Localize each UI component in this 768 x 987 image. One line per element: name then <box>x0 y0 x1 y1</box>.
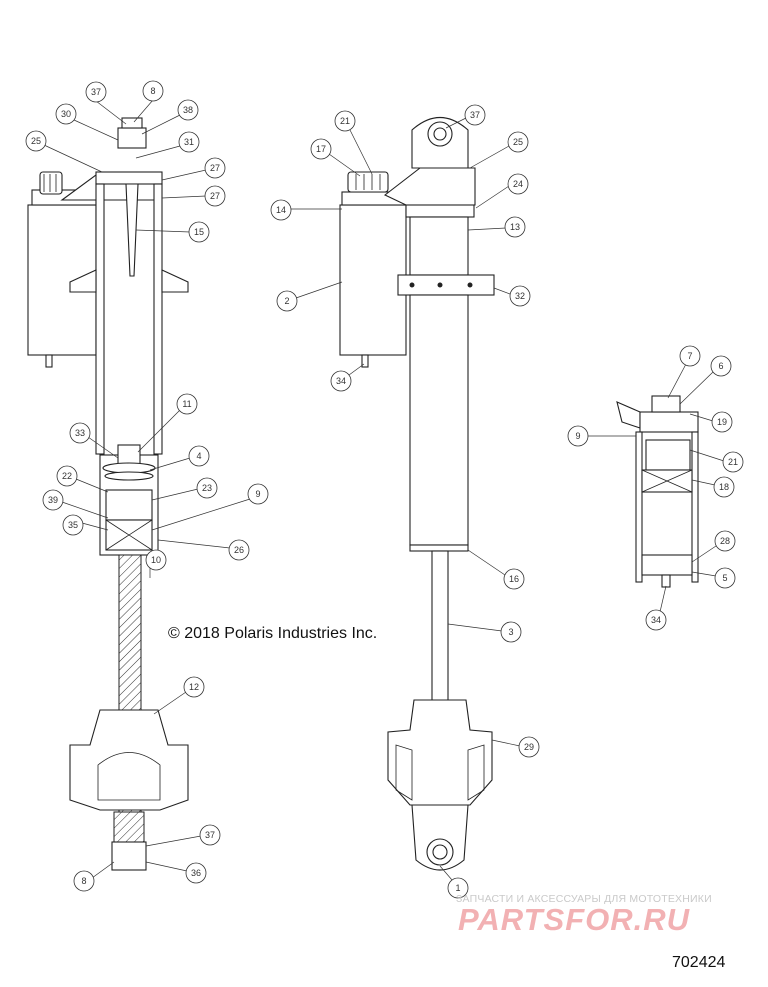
copyright-notice: © 2018 Polaris Industries Inc. <box>168 625 378 642</box>
callout-25-left: 25 <box>31 136 41 146</box>
reservoir-section-knob <box>651 395 681 413</box>
callout-26: 26 <box>234 545 244 555</box>
callout-29: 29 <box>524 742 534 752</box>
callout-23: 23 <box>202 483 212 493</box>
callout-30: 30 <box>61 109 71 119</box>
callout-5: 5 <box>722 573 727 583</box>
callout-27-lower: 27 <box>210 191 220 201</box>
callout-25-center: 25 <box>513 137 523 147</box>
piston-nut <box>117 444 141 466</box>
reservoir-section-cap <box>639 411 699 433</box>
center-body-cap <box>383 167 476 206</box>
callout-24: 24 <box>513 179 523 189</box>
callout-14: 14 <box>276 205 286 215</box>
callout-9-left: 9 <box>255 489 260 499</box>
callout-37-center: 37 <box>470 110 480 120</box>
callout-17: 17 <box>316 144 326 154</box>
callout-37-top-left: 37 <box>91 87 101 97</box>
callout-19: 19 <box>717 417 727 427</box>
callout-16: 16 <box>509 574 519 584</box>
reservoir-left-wall <box>635 431 643 583</box>
callout-8-top-left: 8 <box>150 86 155 96</box>
callout-9-right: 9 <box>575 431 580 441</box>
assembled-shock <box>339 117 495 871</box>
bottom-eyelet <box>111 841 147 871</box>
callout-8-bottom: 8 <box>81 876 86 886</box>
callout-34-right: 34 <box>651 615 661 625</box>
callout-10: 10 <box>151 555 161 565</box>
callout-4: 4 <box>196 451 201 461</box>
callout-21-center: 21 <box>340 116 350 126</box>
callout-35: 35 <box>68 520 78 530</box>
bottom-clevis <box>69 709 189 811</box>
reservoir-right-wall <box>691 431 699 583</box>
callout-11: 11 <box>182 399 191 409</box>
callout-6: 6 <box>718 361 723 371</box>
center-body-lower <box>409 294 469 546</box>
callout-28: 28 <box>720 536 730 546</box>
reservoir-adjuster-knob <box>39 171 63 195</box>
reservoir-end-cap <box>641 554 693 576</box>
center-reservoir-body <box>339 204 407 356</box>
callout-27-upper: 27 <box>210 163 220 173</box>
reservoir-section-view <box>616 395 699 588</box>
left-tube-wall <box>95 183 105 455</box>
reservoir-valve <box>45 354 53 368</box>
callout-36: 36 <box>191 868 201 878</box>
callout-3: 3 <box>508 627 513 637</box>
body-seal-ring <box>409 544 469 552</box>
diagram-id: 702424 <box>672 954 726 971</box>
callouts: 37 8 30 38 25 31 27 27 15 11 33 4 <box>25 80 744 899</box>
section-view-shock <box>27 117 189 871</box>
reservoir-hose-fitting <box>616 401 641 429</box>
callout-15: 15 <box>194 227 204 237</box>
top-bushing <box>121 117 143 129</box>
callout-33: 33 <box>75 428 85 438</box>
callout-13: 13 <box>510 222 520 232</box>
watermark-tagline: ЗАПЧАСТИ И АКСЕССУАРЫ ДЛЯ МОТОТЕХНИКИ <box>456 893 712 905</box>
callout-18: 18 <box>719 482 729 492</box>
callout-38: 38 <box>183 105 193 115</box>
callout-12: 12 <box>189 682 199 692</box>
center-body-upper <box>409 216 469 276</box>
callout-39: 39 <box>48 495 58 505</box>
callout-21-right: 21 <box>728 457 738 467</box>
callout-37-bottom: 37 <box>205 830 215 840</box>
center-bottom-clevis <box>387 699 493 806</box>
center-shaft <box>431 550 449 702</box>
callout-31: 31 <box>184 137 194 147</box>
callout-32: 32 <box>515 291 525 301</box>
top-eyelet <box>117 127 147 149</box>
callout-circle <box>85 81 107 103</box>
callout-1: 1 <box>455 883 460 893</box>
right-tube-wall <box>153 183 163 455</box>
callout-2: 2 <box>284 296 289 306</box>
watermark-logo: PARTSFOR.RU <box>458 902 691 937</box>
center-adjuster-knob <box>347 171 389 193</box>
callout-7: 7 <box>687 351 692 361</box>
adjuster-needle <box>125 183 139 277</box>
callout-34-center: 34 <box>336 376 346 386</box>
callout-22: 22 <box>62 471 72 481</box>
